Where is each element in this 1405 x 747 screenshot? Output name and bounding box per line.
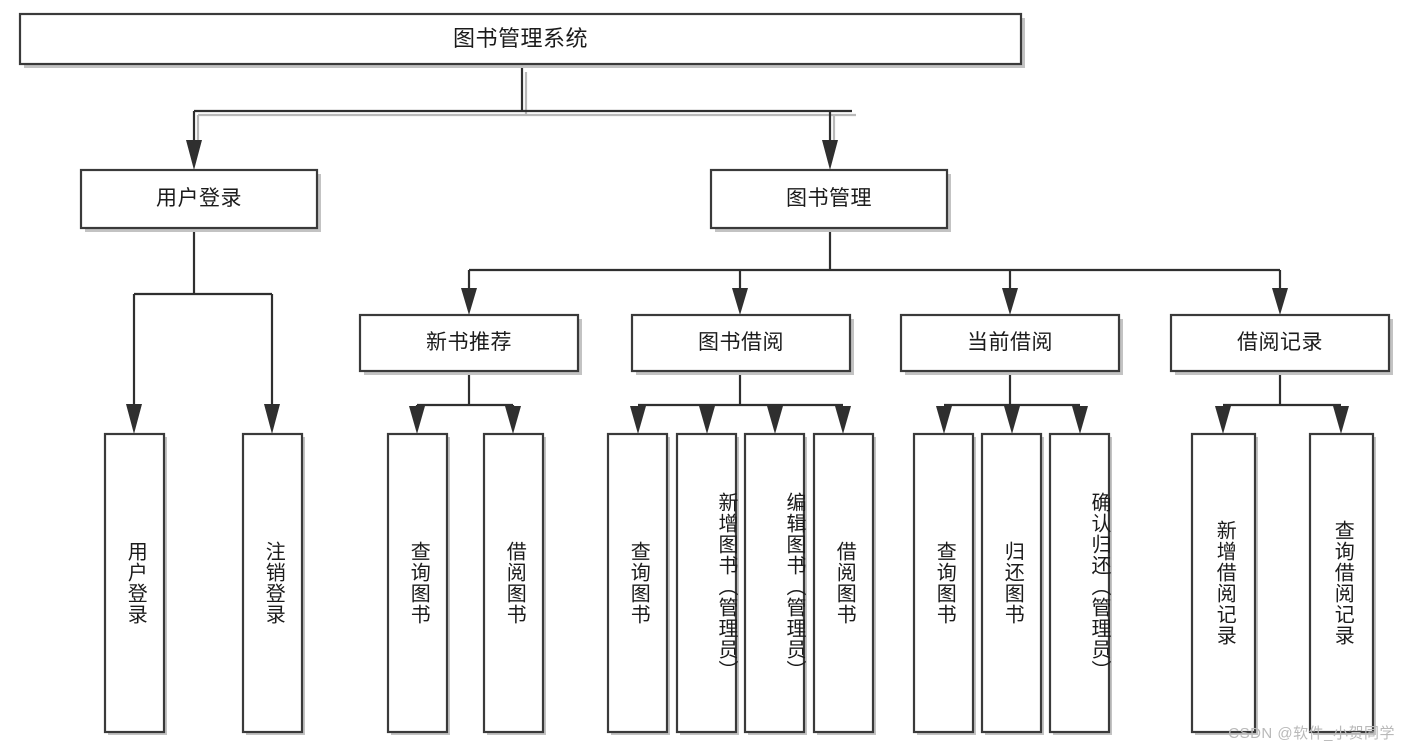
arrow-leaf-add-book xyxy=(699,406,715,434)
arrow-book-manage xyxy=(822,140,838,170)
leaf-user-login-box[interactable] xyxy=(103,432,166,734)
new-book-rec-box[interactable] xyxy=(358,313,580,373)
arrow-leaf-edit-book xyxy=(767,406,783,434)
leaf-add-book-box[interactable] xyxy=(675,432,738,734)
leaf-query-book-2-box[interactable] xyxy=(606,432,669,734)
arrow-new-book-rec xyxy=(461,288,477,315)
arrow-leaf-query-record xyxy=(1333,406,1349,434)
root-box[interactable] xyxy=(18,12,1023,66)
leaf-logout-login-box[interactable] xyxy=(241,432,304,734)
borrow-record-box[interactable] xyxy=(1169,313,1391,373)
book-borrow-box[interactable] xyxy=(630,313,852,373)
arrow-leaf-logout-login xyxy=(264,404,280,434)
leaf-query-record-box[interactable] xyxy=(1308,432,1375,734)
user-login-box[interactable] xyxy=(79,168,319,230)
leaf-edit-book-box[interactable] xyxy=(743,432,806,734)
leaf-add-record-box[interactable] xyxy=(1190,432,1257,734)
arrow-leaf-add-record xyxy=(1215,406,1231,434)
arrow-leaf-user-login xyxy=(126,404,142,434)
arrow-leaf-borrow-book-2 xyxy=(835,406,851,434)
leaf-query-book-1-box[interactable] xyxy=(386,432,449,734)
leaf-query-book-3-box[interactable] xyxy=(912,432,975,734)
arrow-current-borrow xyxy=(1002,288,1018,315)
arrow-book-borrow xyxy=(732,288,748,315)
arrow-borrow-record xyxy=(1272,288,1288,315)
leaf-borrow-book-2-box[interactable] xyxy=(812,432,875,734)
arrow-leaf-confirm-return xyxy=(1072,406,1088,434)
arrow-leaf-query-book-3 xyxy=(936,406,952,434)
node-box-layer xyxy=(18,12,1393,735)
arrow-leaf-query-book-1 xyxy=(409,406,425,434)
arrow-leaf-return-book xyxy=(1004,406,1020,434)
arrow-leaf-query-book-2 xyxy=(630,406,646,434)
arrow-user-login xyxy=(186,140,202,170)
csdn-watermark: CSDN @软件_小贺同学 xyxy=(1228,725,1395,742)
arrow-leaf-borrow-book-1 xyxy=(505,406,521,434)
leaf-return-book-box[interactable] xyxy=(980,432,1043,734)
connector-layer xyxy=(126,68,1349,434)
leaf-borrow-book-1-box[interactable] xyxy=(482,432,545,734)
leaf-confirm-return-box[interactable] xyxy=(1048,432,1111,734)
book-manage-box[interactable] xyxy=(709,168,949,230)
current-borrow-box[interactable] xyxy=(899,313,1121,373)
